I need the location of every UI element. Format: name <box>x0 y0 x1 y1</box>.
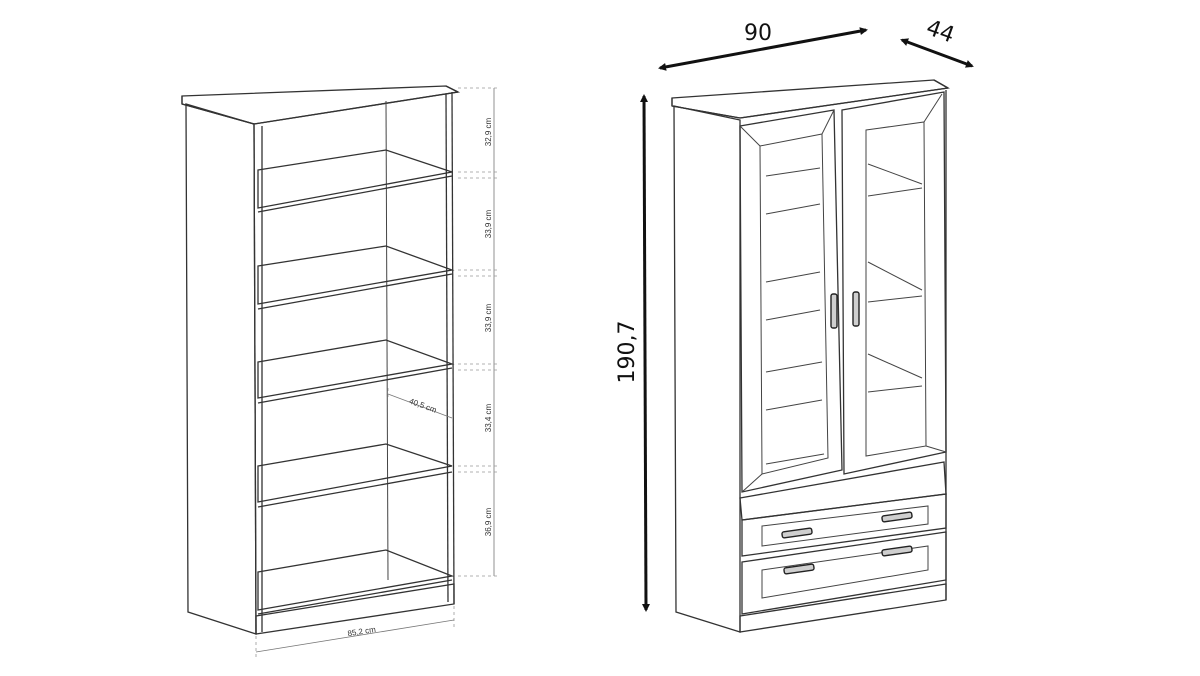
depth-dimension: 40,5 cm <box>387 388 453 419</box>
shelf-gap-label-5: 36,9 cm <box>484 507 493 536</box>
shelf-gap-label-3: 33,9 cm <box>484 303 493 332</box>
depth-arrow <box>900 38 974 68</box>
open-bookcase: 32,9 cm 33,9 cm 33,9 cm 33,4 cm 36,9 cm … <box>181 85 500 658</box>
width-dimension-label: 90 <box>744 21 772 46</box>
right-door-handle[interactable] <box>852 291 860 327</box>
shelf-dimensions: 32,9 cm 33,9 cm 33,9 cm 33,4 cm 36,9 cm <box>458 87 500 577</box>
height-arrow <box>640 94 650 612</box>
overall-dimensions: 90 44 190,7 <box>615 15 974 612</box>
drawer-top[interactable] <box>741 493 947 557</box>
depth-label: 40,5 cm <box>408 397 438 415</box>
depth-dimension-label: 44 <box>923 15 958 48</box>
glass-door-cabinet: 90 44 190,7 <box>615 15 974 633</box>
shelf-gap-label-1: 32,9 cm <box>484 117 493 146</box>
drawer-bottom-handle-right[interactable] <box>881 545 913 557</box>
drawer-bottom[interactable] <box>741 531 947 615</box>
height-dimension-label: 190,7 <box>615 321 640 384</box>
right-glass-door[interactable] <box>841 91 947 475</box>
drawer-top-handle-left[interactable] <box>781 527 813 539</box>
width-dimension: 85,2 cm <box>255 606 455 658</box>
left-door-handle[interactable] <box>830 293 838 329</box>
width-arrow <box>658 27 868 71</box>
shelf-gap-label-4: 33,4 cm <box>484 403 493 432</box>
drawer-bottom-handle-left[interactable] <box>783 563 815 575</box>
width-label: 85,2 cm <box>347 625 377 638</box>
left-glass-door[interactable] <box>739 109 843 493</box>
drawer-top-handle-right[interactable] <box>881 511 913 523</box>
shelf-gap-label-2: 33,9 cm <box>484 209 493 238</box>
shelves <box>257 149 455 615</box>
